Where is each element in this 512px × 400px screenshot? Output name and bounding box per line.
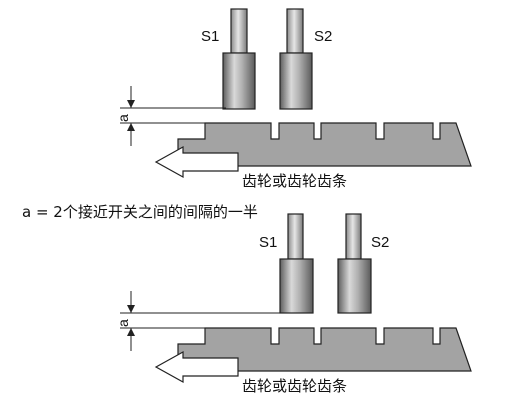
sensor-s1-label: S1 [201, 28, 219, 45]
gap-dimension [120, 291, 283, 351]
direction-arrow [154, 350, 239, 384]
sensor-s2-label: S2 [314, 28, 332, 45]
caption: a = 2个接近开关之间的间隔的一半 [22, 203, 258, 221]
panel-top: S1 S2 a 齿轮或齿轮齿条 [115, 8, 472, 190]
sensor-s1 [279, 213, 314, 314]
panel-bottom: S1 S2 a 齿轮或齿轮齿条 [115, 213, 472, 395]
sensor-s2 [337, 213, 372, 314]
direction-arrow [154, 145, 239, 179]
sensor-s2 [279, 8, 313, 110]
rack-label: 齿轮或齿轮齿条 [242, 377, 347, 395]
rack-label: 齿轮或齿轮齿条 [242, 172, 347, 190]
sensor-s2-label: S2 [371, 234, 389, 251]
sensor-s1 [222, 8, 256, 110]
gap-label: a [115, 114, 131, 122]
gap-dimension [120, 86, 226, 146]
gear-rack [177, 327, 472, 372]
sensor-s1-label: S1 [259, 234, 277, 251]
gear-rack [177, 122, 472, 167]
gap-label: a [115, 319, 131, 327]
